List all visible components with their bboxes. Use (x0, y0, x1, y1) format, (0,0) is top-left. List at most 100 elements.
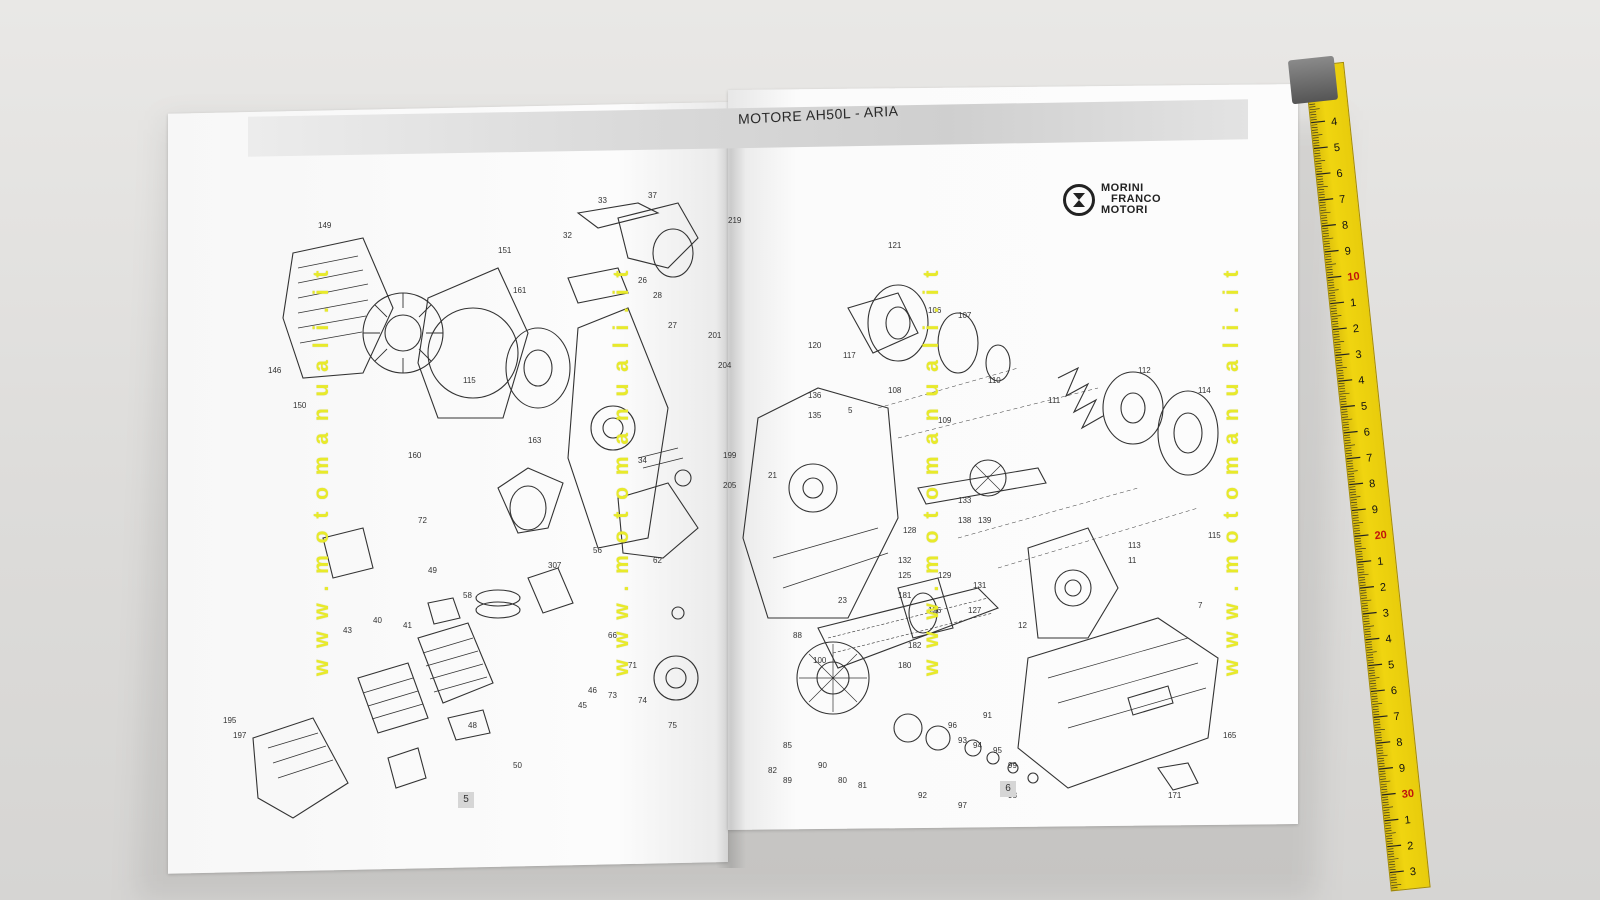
tape-tick (1339, 388, 1346, 390)
tape-tick (1334, 349, 1341, 351)
tape-tick (1368, 663, 1383, 667)
tape-tick (1315, 163, 1322, 165)
tape-tick (1345, 450, 1352, 452)
tape-tick (1357, 563, 1364, 566)
tape-tick (1324, 253, 1331, 255)
tape-tick (1356, 556, 1363, 558)
part-callout-label: 115 (463, 376, 476, 385)
tape-tick (1339, 392, 1350, 395)
part-callout-label: 126 (928, 606, 942, 615)
tape-tick (1319, 201, 1326, 204)
tape-tick (1386, 840, 1393, 842)
tape-number: 1 (1350, 297, 1357, 310)
tape-tick (1314, 150, 1321, 152)
part-callout-label: 151 (498, 246, 512, 255)
tape-tick (1337, 375, 1344, 377)
part-callout-label: 48 (468, 721, 477, 730)
tape-tick (1337, 377, 1344, 379)
tape-tick (1320, 209, 1327, 211)
tape-tick (1370, 682, 1377, 685)
tape-tick (1379, 770, 1386, 772)
tape-tick (1389, 870, 1404, 874)
tape-tick (1319, 204, 1326, 206)
tape-tick (1374, 728, 1385, 731)
tape-tick (1370, 685, 1377, 687)
part-callout-label: 41 (403, 621, 412, 630)
part-callout-label: 82 (768, 766, 777, 775)
tape-tick (1320, 214, 1327, 217)
tape-tick (1343, 426, 1350, 429)
tape-number: 9 (1398, 762, 1405, 775)
part-callout-label: 21 (768, 471, 777, 480)
tape-tick (1378, 760, 1385, 762)
tape-tick (1327, 279, 1334, 281)
tape-tick (1388, 861, 1395, 863)
part-callout-label: 27 (668, 321, 677, 330)
tape-tick (1385, 832, 1396, 835)
watermark-3: w w w . m o t o m a n u a l i . i t (920, 267, 943, 676)
tape-tick (1380, 783, 1387, 785)
page-gutter (716, 128, 746, 868)
tape-tick (1317, 183, 1324, 186)
part-callout-label: 150 (293, 401, 307, 410)
tape-tick (1325, 263, 1336, 266)
tape-tick (1336, 362, 1343, 364)
part-callout-label: 138 (958, 516, 972, 525)
brand-line-3: MOTORI (1101, 204, 1148, 216)
tape-tick (1377, 750, 1384, 752)
tape-tick (1343, 434, 1350, 436)
tape-tick (1322, 230, 1329, 232)
flywheel-cover (282, 237, 394, 379)
tape-number: 6 (1363, 426, 1370, 439)
tape-tick (1382, 804, 1389, 806)
tape-tick (1368, 667, 1375, 669)
tape-tick (1342, 416, 1349, 418)
tape-tick (1333, 331, 1340, 333)
tape-tick (1318, 196, 1325, 198)
tape-tick (1372, 711, 1380, 713)
brand-line-1: MORINI (1101, 182, 1144, 194)
tape-tick (1315, 165, 1322, 167)
tape-tick (1323, 237, 1334, 240)
part-callout-label: 90 (818, 761, 827, 770)
tape-tick (1355, 545, 1362, 548)
watermark-2: w w w . m o t o m a n u a l i . i t (610, 267, 633, 676)
tape-tick (1350, 496, 1361, 498)
part-callout-label: 33 (598, 196, 607, 205)
tape-tick (1349, 491, 1356, 493)
tape-tick (1376, 744, 1383, 747)
part-callout-label: 56 (593, 546, 602, 555)
ignition-coil (322, 527, 374, 579)
tape-tick (1321, 224, 1336, 227)
tape-tick (1348, 478, 1355, 480)
tape-tick (1324, 248, 1331, 250)
tape-tick (1365, 636, 1372, 638)
tape-tick (1374, 721, 1381, 723)
tape-tick (1384, 825, 1391, 827)
tape-tick (1329, 300, 1336, 302)
part-callout-label: 111 (1048, 396, 1061, 405)
tape-tick (1367, 659, 1374, 661)
tape-tick (1341, 411, 1348, 413)
tape-tick (1346, 463, 1353, 465)
tape-number: 3 (1382, 607, 1389, 620)
tape-tick (1334, 344, 1341, 346)
tape-tick (1369, 680, 1376, 682)
tape-tick (1381, 788, 1388, 791)
tape-number: 7 (1339, 194, 1346, 207)
tape-number: 1 (1377, 556, 1384, 569)
tape-tick (1349, 482, 1364, 486)
tape-tick (1360, 594, 1367, 597)
tape-tick (1309, 108, 1320, 111)
tape-tick (1367, 662, 1374, 664)
tape-tick (1362, 610, 1369, 612)
tape-tick (1347, 465, 1354, 467)
tape-tick (1383, 814, 1390, 816)
tape-number: 6 (1336, 168, 1343, 181)
part-callout-label: 32 (563, 231, 572, 240)
head-cover (252, 717, 349, 819)
tape-tick (1389, 869, 1396, 871)
tape-tick (1376, 747, 1383, 749)
tape-tick (1340, 403, 1347, 405)
gasket-plate (617, 482, 699, 559)
